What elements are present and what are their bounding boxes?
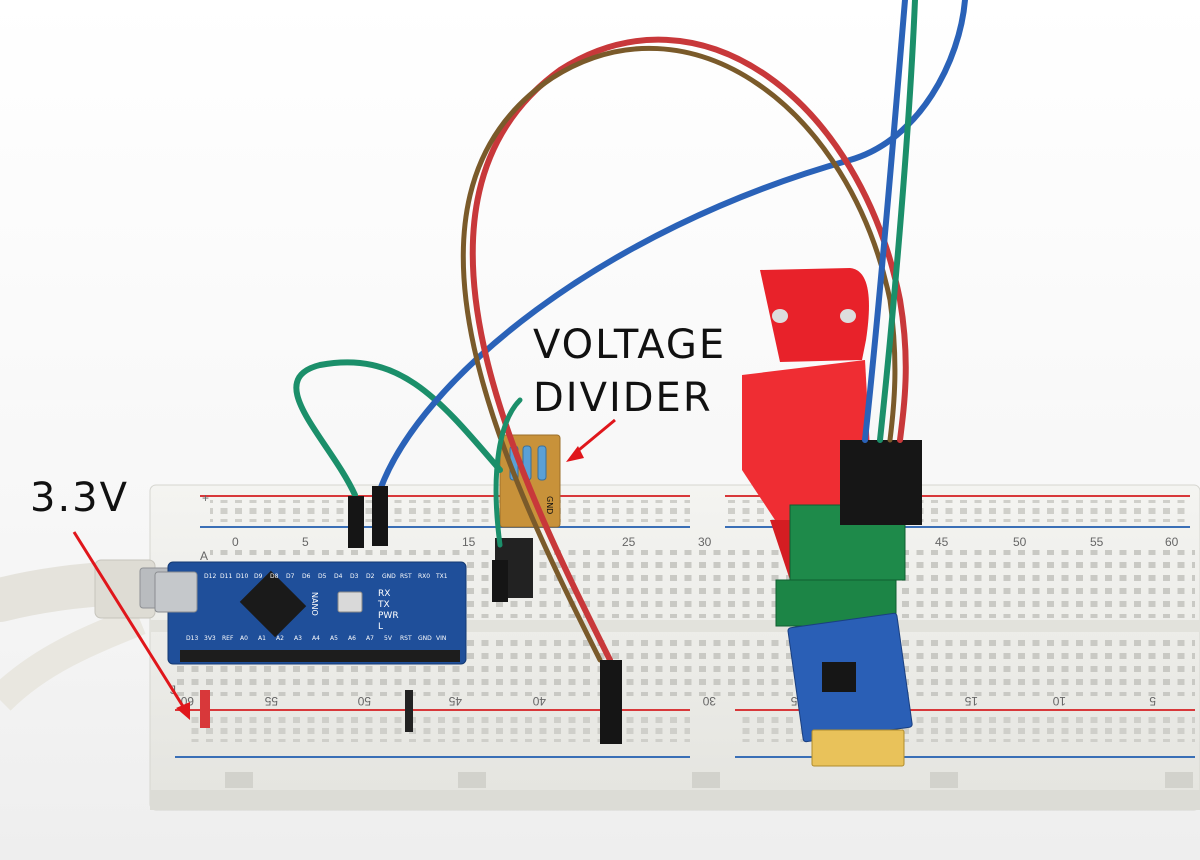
pin-label: D3 [350,573,359,580]
annotation-arrows [72,418,616,720]
pin-label: GND [418,635,432,642]
rail-plus-top: + [202,491,209,505]
pin-label: A4 [312,635,320,642]
col-number: 50 [357,694,371,708]
pin-label: REF [222,635,234,642]
col-number: 30 [702,694,716,708]
pin-label: D13 [186,635,198,642]
col-number: 5 [1149,694,1156,708]
col-number: 60 [1165,535,1179,549]
pin-label: A1 [258,635,266,642]
pin-label: RST [400,635,412,642]
col-number: 45 [448,694,462,708]
pin-label: D8 [270,573,279,580]
pin-label: D9 [254,573,263,580]
bluetooth-module [787,612,913,767]
pin-label: D2 [366,573,375,580]
col-number: 5 [302,535,309,549]
test-clip [742,268,870,580]
divider-gnd-label: GND [545,496,554,514]
led-label-pwr: PWR [378,611,399,621]
pin-label: RX0 [418,573,430,580]
col-number: 15 [964,694,978,708]
pin-label: D5 [318,573,327,580]
pin-label: 5V [384,635,393,642]
board-name: NANO [310,592,319,616]
voltage-3v3-label: 3.3V [30,475,129,521]
pin-label: RST [400,573,412,580]
led-label-tx: TX [377,600,390,610]
pin-label: A2 [276,635,284,642]
col-number: 55 [1090,535,1104,549]
pin-label: A7 [366,635,374,642]
col-number: 15 [462,535,476,549]
pin-label: 3V3 [204,635,216,642]
col-number: 55 [264,694,278,708]
col-number: 60 [180,694,194,708]
pin-label: D10 [236,573,248,580]
col-number: 40 [532,694,546,708]
led-label-rx: RX [378,589,390,599]
pin-label: D4 [334,573,343,580]
col-number: 30 [698,535,712,549]
arduino-nano: D12 D11 D10 D9 D8 D7 D6 D5 D4 D3 D2 GND … [154,561,467,665]
pin-label: A6 [348,635,356,642]
row-letter-a: A [200,549,208,563]
pin-label: A3 [294,635,302,642]
col-number: 50 [1013,535,1027,549]
col-number: 0 [232,535,239,549]
pin-label: D6 [302,573,311,580]
pin-label: TX1 [435,573,448,580]
pin-label: A5 [330,635,338,642]
voltage-divider-label-line2: DIVIDER [533,375,713,421]
pin-label: D7 [286,573,295,580]
pin-label: D12 [204,573,216,580]
pin-label: GND [382,573,396,580]
pin-label: VIN [436,635,446,642]
col-number: 25 [622,535,636,549]
voltage-divider-label-line1: VOLTAGE [533,322,727,368]
pin-label: D11 [220,573,232,580]
col-number: 45 [935,535,949,549]
led-label-l: L [378,622,383,632]
jumper-headers [200,486,622,744]
jumper-wires [293,0,968,663]
pin-label: A0 [240,635,248,642]
pin-adapter [775,440,922,627]
col-number: 10 [1052,694,1066,708]
